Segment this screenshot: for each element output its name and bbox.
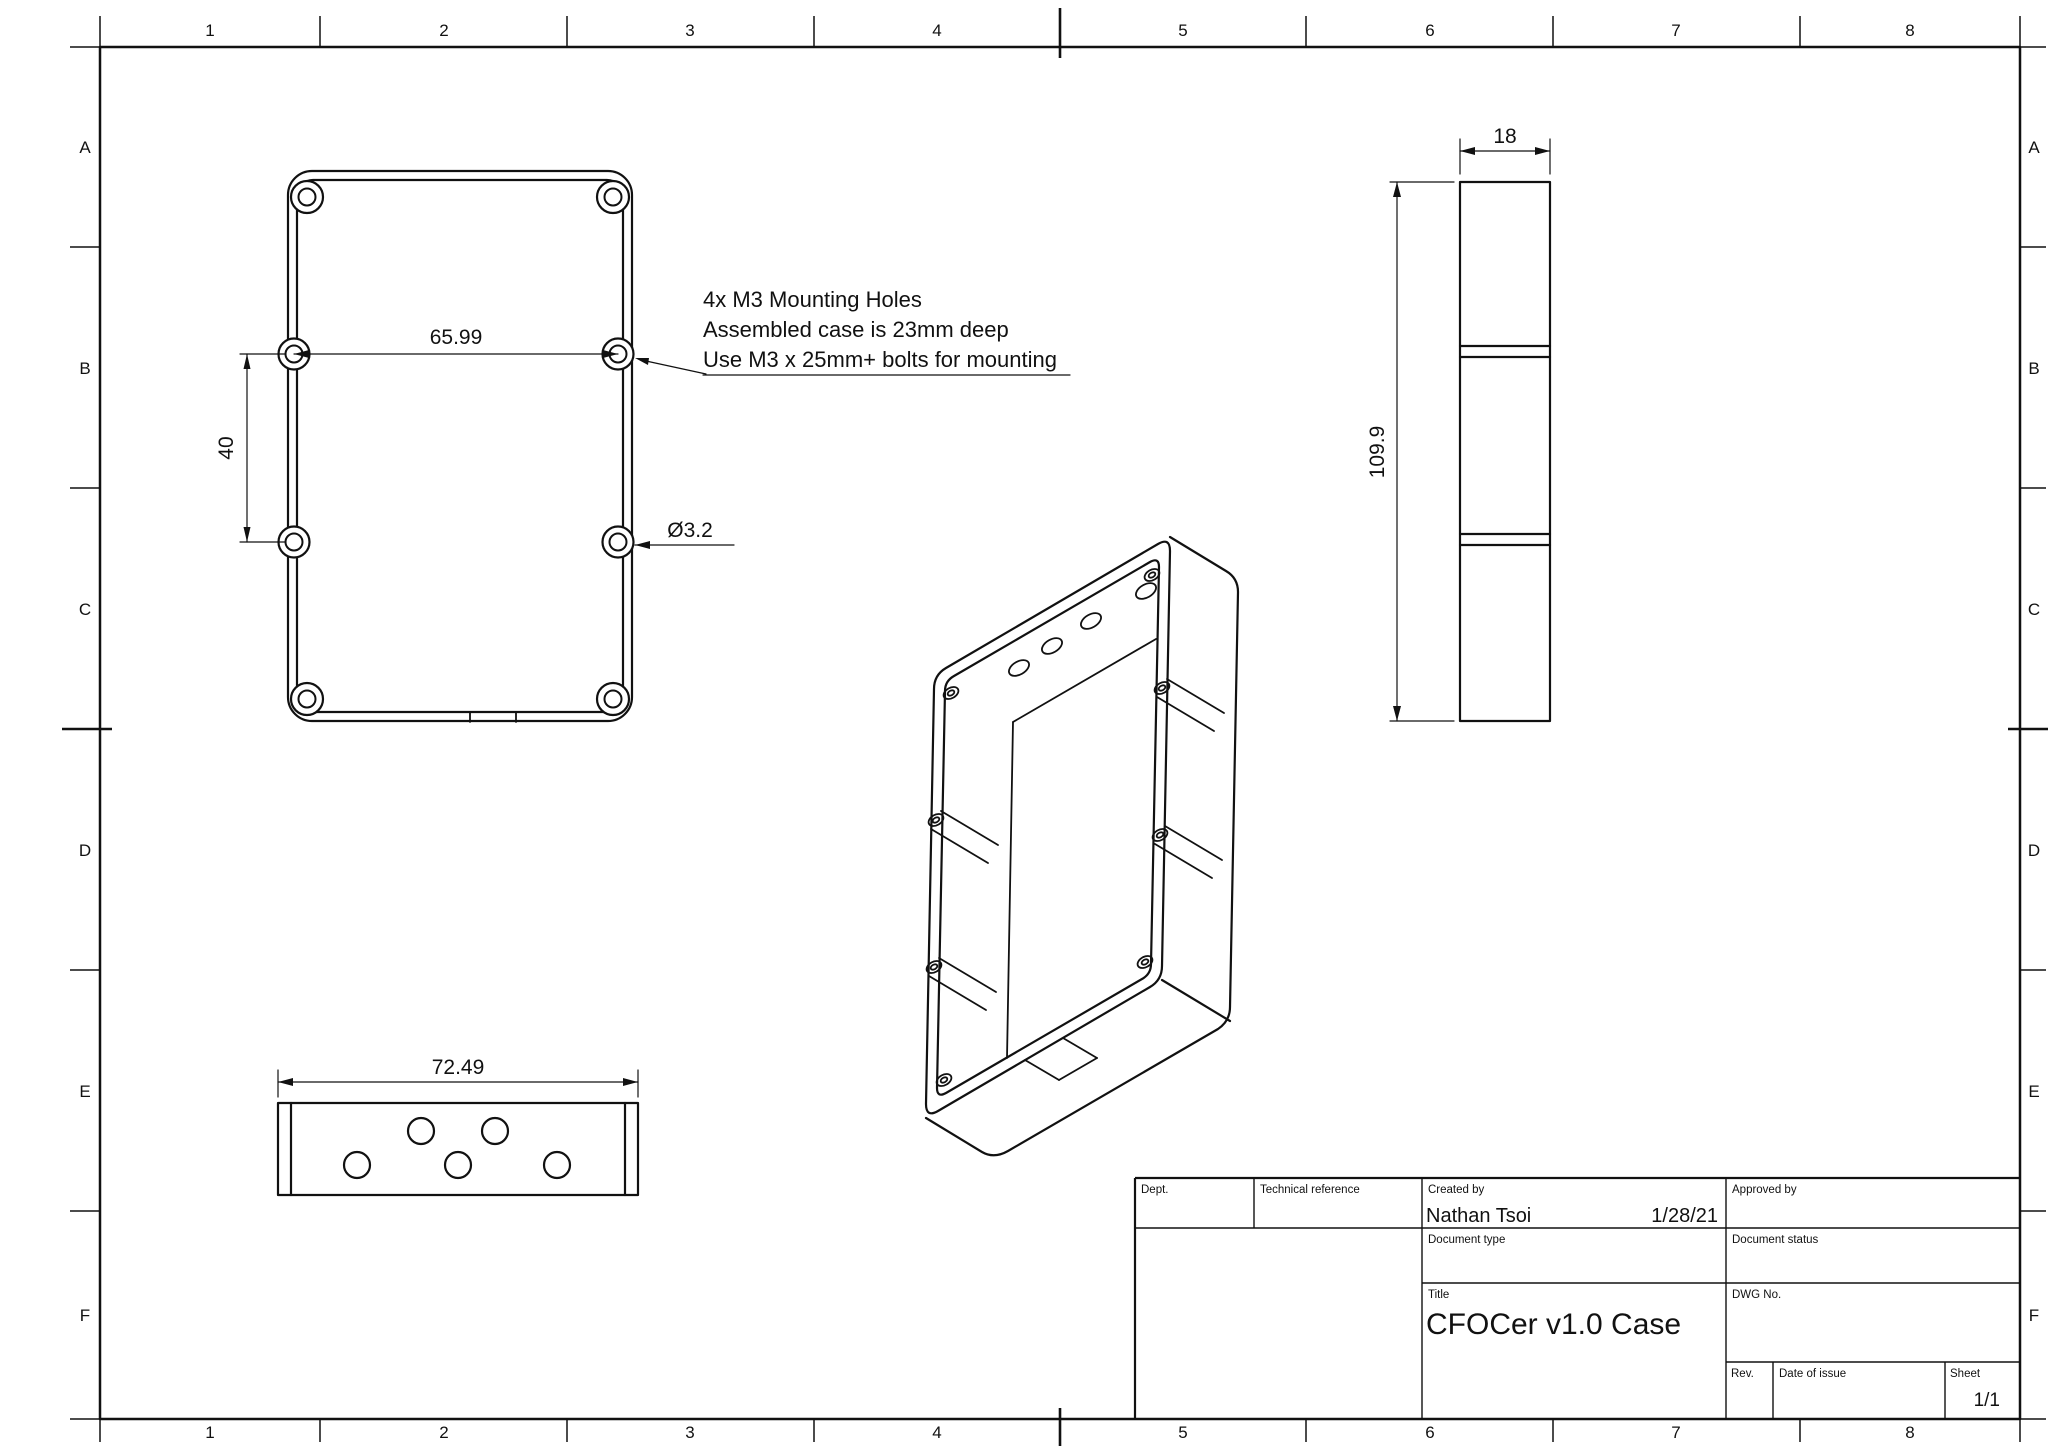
zone-col-label: 3 [685, 21, 694, 40]
zone-col-label: 1 [205, 21, 214, 40]
iso-interior-left-edge [1006, 721, 1014, 1059]
zone-col-label: 6 [1425, 21, 1434, 40]
front-view-mounting-holes [277, 179, 635, 717]
sheet-border-frame [62, 8, 2048, 1446]
dim-depth: 18 [1459, 125, 1551, 175]
rev-label: Rev. [1731, 1368, 1754, 1380]
hole-diameter-callout: Ø3.2 [634, 519, 735, 549]
front-view: 65.99 40 Ø3.2 4x M3 Mounting Holes Assem… [215, 169, 1071, 723]
document-type-label: Document type [1428, 1234, 1505, 1246]
front-view-inner-outline [295, 178, 625, 714]
zone-row-label: A [2028, 138, 2040, 157]
created-date-value: 1/28/21 [1651, 1205, 1718, 1227]
zone-col-label: 8 [1905, 21, 1914, 40]
zone-col-label: 5 [1178, 1423, 1187, 1442]
zone-row-label: B [2028, 359, 2039, 378]
bottom-view-outline [276, 1101, 640, 1197]
zone-col-label: 2 [439, 1423, 448, 1442]
dim-height-text: 109.9 [1366, 426, 1389, 479]
zone-labels: 1 2 3 4 5 6 7 8 1 2 3 4 5 6 7 8 A B C D … [79, 21, 2040, 1442]
technical-reference-label: Technical reference [1260, 1184, 1360, 1196]
zone-row-label: B [79, 359, 90, 378]
iso-front-outer [924, 540, 1172, 1115]
dim-height: 109.9 [1366, 181, 1455, 722]
iso-rim-boss-holes [925, 568, 1171, 1087]
zone-col-label: 6 [1425, 1423, 1434, 1442]
note-line-2: Assembled case is 23mm deep [703, 317, 1009, 342]
note-line-3: Use M3 x 25mm+ bolts for mounting [703, 347, 1057, 372]
iso-edge-connector [1160, 978, 1232, 1023]
sheet-value: 1/1 [1974, 1390, 2000, 1411]
dim-hole-span-text: 65.99 [430, 326, 483, 349]
dept-label: Dept. [1141, 1184, 1169, 1196]
bottom-view: 72.49 [276, 1056, 640, 1197]
zone-col-label: 7 [1671, 1423, 1680, 1442]
zone-row-label: F [2029, 1306, 2039, 1325]
zone-col-label: 8 [1905, 1423, 1914, 1442]
iso-bottom-notch [1024, 1037, 1098, 1081]
zone-row-label: E [2028, 1082, 2039, 1101]
side-view: 18 109.9 [1366, 125, 1552, 723]
zone-col-label: 2 [439, 21, 448, 40]
dim-width-text: 72.49 [432, 1056, 485, 1079]
bottom-view-holes [342, 1116, 572, 1180]
zone-row-label: E [79, 1082, 90, 1101]
iso-boss-cylinders [928, 678, 1225, 1011]
title-value: CFOCer v1.0 Case [1426, 1308, 1681, 1341]
zone-row-label: A [79, 138, 91, 157]
iso-top-wall-holes [1008, 582, 1157, 677]
front-view-outer-outline [286, 169, 634, 723]
zone-row-label: C [79, 600, 91, 619]
isometric-view [924, 535, 1240, 1157]
zone-col-label: 3 [685, 1423, 694, 1442]
side-view-outline [1458, 180, 1552, 723]
dim-hole-pitch-text: 40 [215, 436, 238, 459]
dim-hole-span: 65.99 [293, 326, 619, 358]
zone-row-label: C [2028, 600, 2040, 619]
zone-row-label: D [79, 841, 91, 860]
date-of-issue-label: Date of issue [1779, 1368, 1846, 1380]
zone-col-label: 1 [205, 1423, 214, 1442]
sheet-label: Sheet [1950, 1368, 1981, 1380]
dim-hole-pitch: 40 [215, 353, 287, 543]
zone-col-label: 7 [1671, 21, 1680, 40]
created-by-value: Nathan Tsoi [1426, 1205, 1531, 1227]
title-label: Title [1428, 1289, 1449, 1301]
note-leader [645, 360, 707, 375]
dim-width: 72.49 [277, 1056, 639, 1098]
zone-col-label: 4 [932, 1423, 941, 1442]
iso-back-outline [924, 535, 1240, 1157]
mounting-note: 4x M3 Mounting Holes Assembled case is 2… [635, 287, 1071, 376]
zone-col-label: 4 [932, 21, 941, 40]
iso-interior-top-edge [1012, 638, 1157, 723]
iso-front-opening [935, 559, 1161, 1096]
hole-diameter-text: Ø3.2 [667, 519, 713, 542]
zone-col-label: 5 [1178, 21, 1187, 40]
zone-row-label: F [80, 1306, 90, 1325]
created-by-label: Created by [1428, 1184, 1485, 1196]
note-line-1: 4x M3 Mounting Holes [703, 287, 922, 312]
zone-row-label: D [2028, 841, 2040, 860]
dwg-no-label: DWG No. [1732, 1289, 1781, 1301]
dim-depth-text: 18 [1493, 125, 1516, 148]
document-status-label: Document status [1732, 1234, 1819, 1246]
title-block: Dept. Technical reference Created by Nat… [1133, 1176, 2020, 1419]
approved-by-label: Approved by [1732, 1184, 1797, 1196]
